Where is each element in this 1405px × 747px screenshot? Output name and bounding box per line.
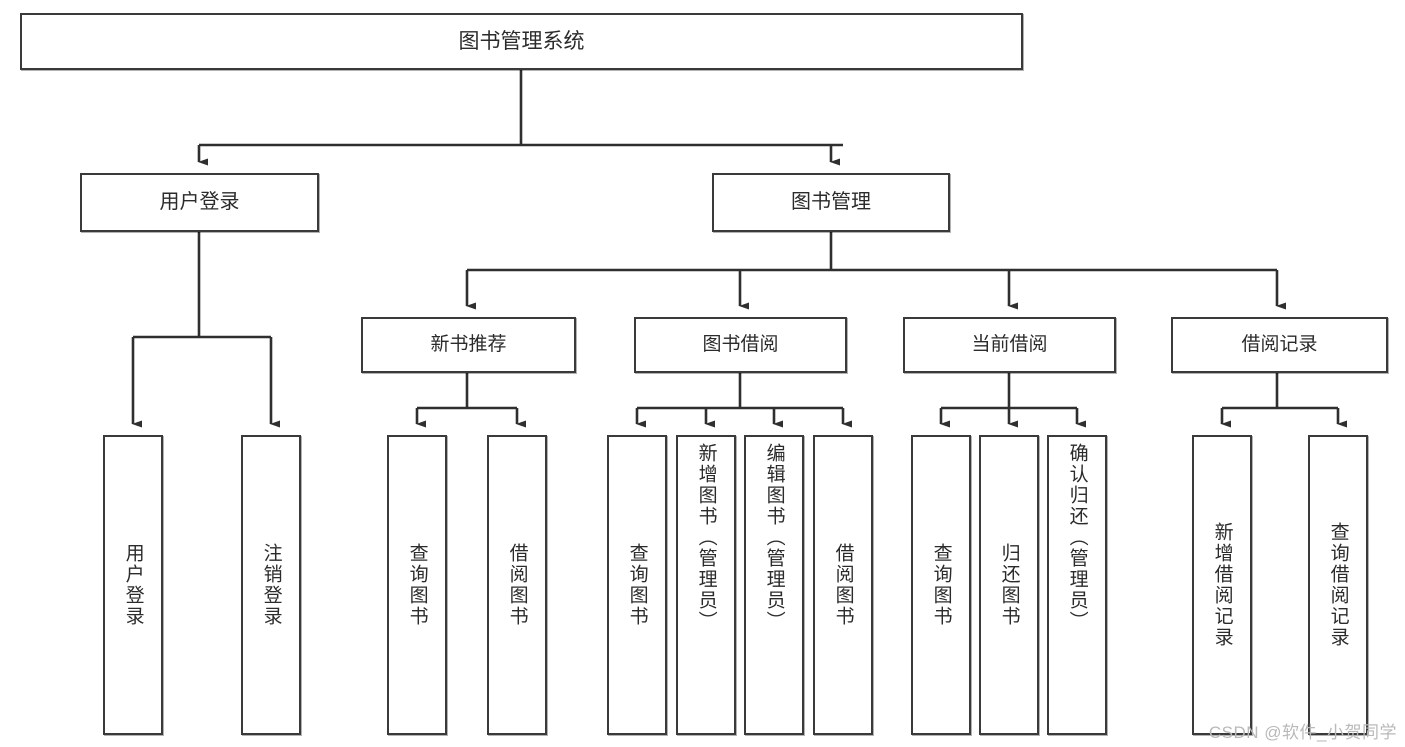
- node-label: 注销登录: [260, 543, 282, 627]
- node-book-management[interactable]: 图书管理: [712, 173, 950, 232]
- node-label: 确认归还（管理员）: [1066, 443, 1088, 632]
- node-label: 新书推荐: [430, 334, 507, 356]
- node-label: 查询图书: [626, 543, 648, 627]
- node-new-book-recommend[interactable]: 新书推荐: [361, 317, 576, 373]
- leaf-borrow-book-recommend[interactable]: 借阅图书: [487, 435, 547, 735]
- node-label: 借阅图书: [832, 543, 854, 627]
- node-root-book-management-system[interactable]: 图书管理系统: [20, 13, 1023, 70]
- leaf-confirm-return-admin[interactable]: 确认归还（管理员）: [1047, 435, 1107, 735]
- leaf-query-book-current[interactable]: 查询图书: [911, 435, 971, 735]
- node-label: 查询图书: [406, 543, 428, 627]
- node-book-borrow[interactable]: 图书借阅: [634, 317, 847, 373]
- leaf-query-book-borrow[interactable]: 查询图书: [607, 435, 667, 735]
- node-label: 归还图书: [998, 543, 1020, 627]
- leaf-add-borrow-record[interactable]: 新增借阅记录: [1192, 435, 1252, 735]
- leaf-return-book[interactable]: 归还图书: [979, 435, 1039, 735]
- leaf-user-login[interactable]: 用户登录: [103, 435, 163, 735]
- leaf-query-borrow-record[interactable]: 查询借阅记录: [1308, 435, 1368, 735]
- csdn-watermark: CSDN @软件_小贺同学: [1208, 723, 1397, 742]
- leaf-query-book-recommend[interactable]: 查询图书: [387, 435, 447, 735]
- node-borrow-record[interactable]: 借阅记录: [1171, 317, 1388, 373]
- node-label: 用户登录: [122, 543, 144, 627]
- node-label: 图书借阅: [702, 334, 779, 356]
- node-current-borrow[interactable]: 当前借阅: [903, 317, 1116, 373]
- leaf-add-book-admin[interactable]: 新增图书（管理员）: [676, 435, 736, 735]
- node-label: 借阅记录: [1241, 334, 1318, 356]
- node-label: 新增借阅记录: [1211, 522, 1233, 648]
- leaf-logout-login[interactable]: 注销登录: [241, 435, 301, 735]
- node-label: 用户登录: [159, 191, 240, 214]
- node-label: 查询借阅记录: [1327, 522, 1349, 648]
- node-label: 新增图书（管理员）: [695, 443, 717, 632]
- leaf-edit-book-admin[interactable]: 编辑图书（管理员）: [744, 435, 804, 735]
- node-label: 图书管理系统: [458, 29, 585, 53]
- node-label: 图书管理: [791, 191, 871, 214]
- node-label: 查询图书: [930, 543, 952, 627]
- node-label: 借阅图书: [506, 543, 528, 627]
- node-label: 编辑图书（管理员）: [763, 443, 785, 632]
- leaf-borrow-book-borrow[interactable]: 借阅图书: [813, 435, 873, 735]
- node-label: 当前借阅: [971, 334, 1048, 356]
- node-user-login[interactable]: 用户登录: [80, 173, 319, 232]
